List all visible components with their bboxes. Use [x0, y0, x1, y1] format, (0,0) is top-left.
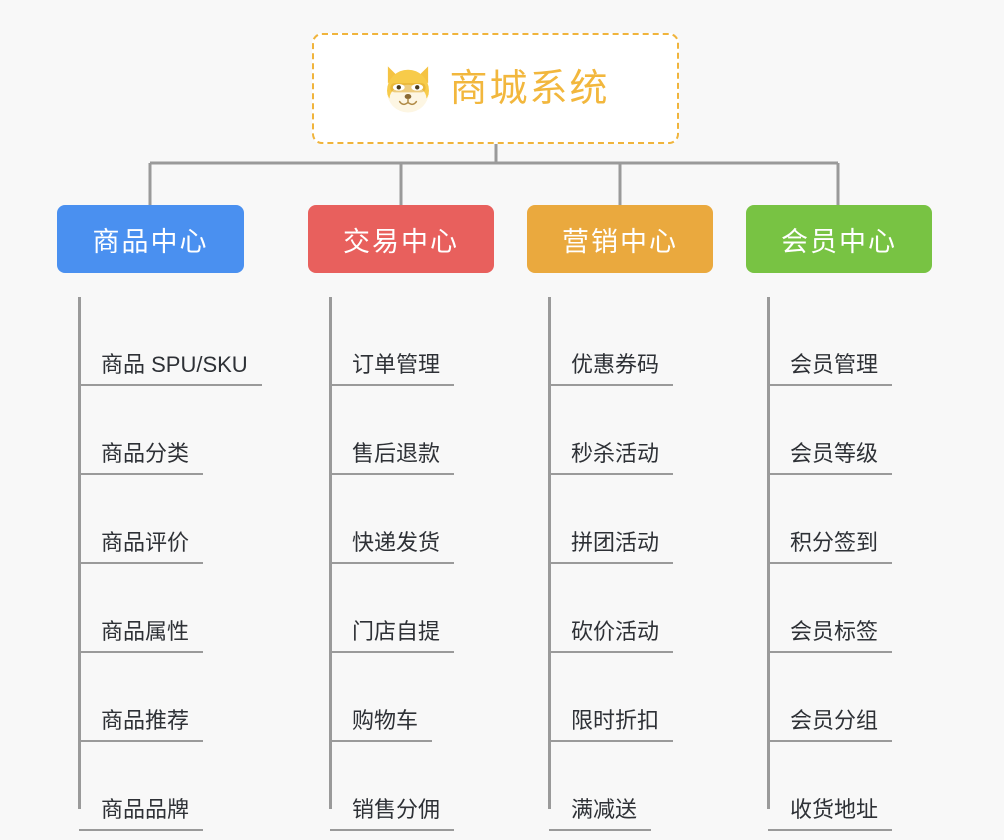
- leaf-item[interactable]: 会员管理: [768, 297, 932, 386]
- branch-header-label: 营销中心: [562, 226, 678, 257]
- leaf-item[interactable]: 会员等级: [768, 386, 932, 475]
- leaf-item-label: 商品属性: [79, 619, 204, 653]
- branch-column-3: 营销中心优惠券码秒杀活动拼团活动砍价活动限时折扣满减送: [527, 205, 713, 831]
- leaf-item-label: 会员管理: [768, 352, 893, 386]
- leaf-item-label: 会员标签: [768, 619, 893, 653]
- branch-items-4: 会员管理会员等级积分签到会员标签会员分组收货地址: [746, 297, 932, 831]
- leaf-item[interactable]: 商品评价: [79, 475, 244, 564]
- leaf-item[interactable]: 销售分佣: [330, 742, 494, 831]
- leaf-item[interactable]: 商品属性: [79, 564, 244, 653]
- root-node[interactable]: 商城系统: [312, 33, 679, 144]
- branch-items-2: 订单管理售后退款快递发货门店自提购物车销售分佣: [308, 297, 494, 831]
- leaf-item-label: 积分签到: [768, 530, 893, 564]
- leaf-item[interactable]: 拼团活动: [549, 475, 713, 564]
- branch-header-1[interactable]: 商品中心: [57, 205, 244, 273]
- shiba-dog-icon: [387, 65, 430, 112]
- branch-column-2: 交易中心订单管理售后退款快递发货门店自提购物车销售分佣: [308, 205, 494, 831]
- leaf-item[interactable]: 收货地址: [768, 742, 932, 831]
- leaf-item[interactable]: 满减送: [549, 742, 713, 831]
- leaf-item-label: 满减送: [549, 797, 652, 831]
- branch-header-label: 交易中心: [343, 226, 459, 257]
- leaf-item[interactable]: 订单管理: [330, 297, 494, 386]
- leaf-item-label: 优惠券码: [549, 352, 674, 386]
- leaf-item[interactable]: 快递发货: [330, 475, 494, 564]
- leaf-item[interactable]: 砍价活动: [549, 564, 713, 653]
- leaf-item[interactable]: 秒杀活动: [549, 386, 713, 475]
- leaf-item[interactable]: 商品 SPU/SKU: [79, 297, 262, 386]
- leaf-item[interactable]: 积分签到: [768, 475, 932, 564]
- leaf-item-label: 拼团活动: [549, 530, 674, 564]
- branch-items-1: 商品 SPU/SKU 商品分类商品评价商品属性商品推荐商品品牌: [57, 297, 262, 831]
- leaf-item[interactable]: 会员标签: [768, 564, 932, 653]
- leaf-item-label: 秒杀活动: [549, 441, 674, 475]
- branch-header-label: 会员中心: [781, 226, 897, 257]
- leaf-item-label: 商品分类: [79, 441, 204, 475]
- leaf-item-label: 商品 SPU/SKU: [79, 352, 262, 386]
- leaf-item-label: 销售分佣: [330, 797, 455, 831]
- leaf-item[interactable]: 商品分类: [79, 386, 244, 475]
- branch-column-1: 商品中心商品 SPU/SKU 商品分类商品评价商品属性商品推荐商品品牌: [57, 205, 262, 831]
- leaf-item-label: 售后退款: [330, 441, 455, 475]
- leaf-item-label: 商品评价: [79, 530, 204, 564]
- leaf-item-label: 限时折扣: [549, 708, 674, 742]
- leaf-item[interactable]: 售后退款: [330, 386, 494, 475]
- leaf-item[interactable]: 会员分组: [768, 653, 932, 742]
- leaf-item-label: 订单管理: [330, 352, 455, 386]
- leaf-item-label: 购物车: [330, 708, 433, 742]
- leaf-item[interactable]: 购物车: [330, 653, 494, 742]
- branch-header-label: 商品中心: [92, 226, 209, 257]
- leaf-item-label: 商品推荐: [79, 708, 204, 742]
- leaf-item-label: 门店自提: [330, 619, 455, 653]
- leaf-item-label: 砍价活动: [549, 619, 674, 653]
- leaf-item-label: 会员等级: [768, 441, 893, 475]
- branch-items-3: 优惠券码秒杀活动拼团活动砍价活动限时折扣满减送: [527, 297, 713, 831]
- leaf-item[interactable]: 商品推荐: [79, 653, 244, 742]
- leaf-item-label: 商品品牌: [79, 797, 204, 831]
- branch-header-3[interactable]: 营销中心: [527, 205, 713, 273]
- leaf-item-label: 收货地址: [768, 797, 893, 831]
- branch-header-2[interactable]: 交易中心: [308, 205, 494, 273]
- leaf-item[interactable]: 门店自提: [330, 564, 494, 653]
- leaf-item[interactable]: 优惠券码: [549, 297, 713, 386]
- leaf-item[interactable]: 商品品牌: [79, 742, 244, 831]
- branch-header-4[interactable]: 会员中心: [746, 205, 932, 273]
- leaf-item-label: 会员分组: [768, 708, 893, 742]
- leaf-item[interactable]: 限时折扣: [549, 653, 713, 742]
- branch-column-4: 会员中心会员管理会员等级积分签到会员标签会员分组收货地址: [746, 205, 932, 831]
- root-title: 商城系统: [449, 67, 610, 110]
- leaf-item-label: 快递发货: [330, 530, 455, 564]
